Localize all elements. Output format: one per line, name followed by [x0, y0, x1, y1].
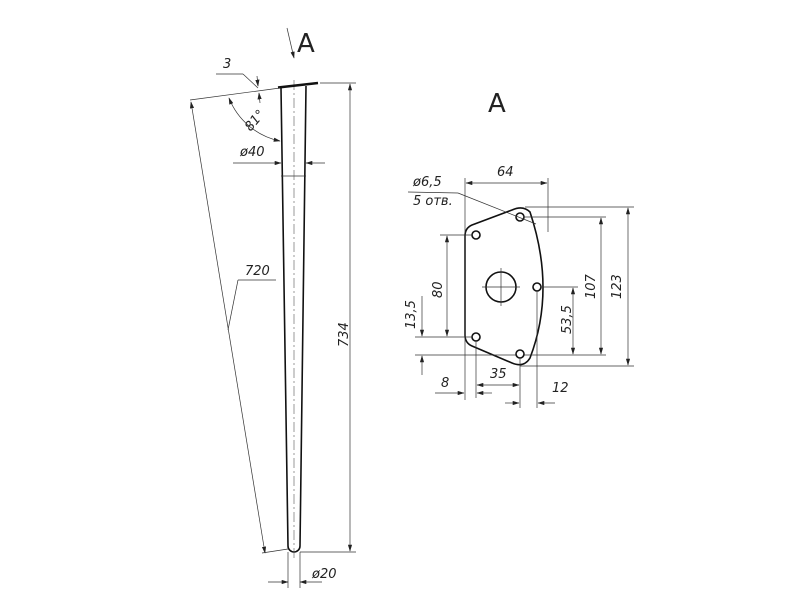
mount-hole [532, 282, 542, 292]
bottom-diameter-dim: ø20 [311, 567, 337, 582]
leg-side-view: A 3 81° ø40 720 734 ø20 [189, 27, 356, 588]
hole-diameter-dim: ø6,5 [412, 175, 442, 190]
leg-top-plate [277, 81, 319, 89]
height-dim: 734 [337, 322, 352, 347]
mount-hole [515, 349, 525, 359]
leg-outline [280, 85, 307, 553]
view-a-arrow [286, 27, 295, 59]
mount-hole [515, 212, 525, 222]
plate-outline [464, 207, 544, 366]
mount-hole [471, 332, 481, 342]
dim-80: 80 [431, 281, 446, 298]
angle-dim: 81° [242, 107, 268, 134]
dim-123: 123 [610, 274, 625, 299]
mount-hole [471, 230, 481, 240]
dim-53-5: 53,5 [560, 305, 575, 334]
thickness-dim: 3 [223, 57, 231, 72]
reference-line [189, 87, 281, 101]
length-dim: 720 [245, 264, 270, 279]
view-a-title: A [488, 89, 506, 119]
hole-count: 5 отв. [413, 194, 453, 209]
view-a-label: A [297, 29, 315, 59]
plate-view-a: A ø6,5 5 отв. 64 53,5 107 123 [404, 89, 634, 408]
dim-107: 107 [584, 273, 599, 299]
dim-35: 35 [490, 367, 507, 382]
length-dim-line [189, 101, 267, 554]
top-diameter-dim: ø40 [239, 145, 265, 160]
dim-13-5: 13,5 [404, 300, 419, 329]
width-dim: 64 [497, 165, 514, 180]
dim-8: 8 [441, 376, 449, 391]
dim-12: 12 [552, 381, 569, 396]
